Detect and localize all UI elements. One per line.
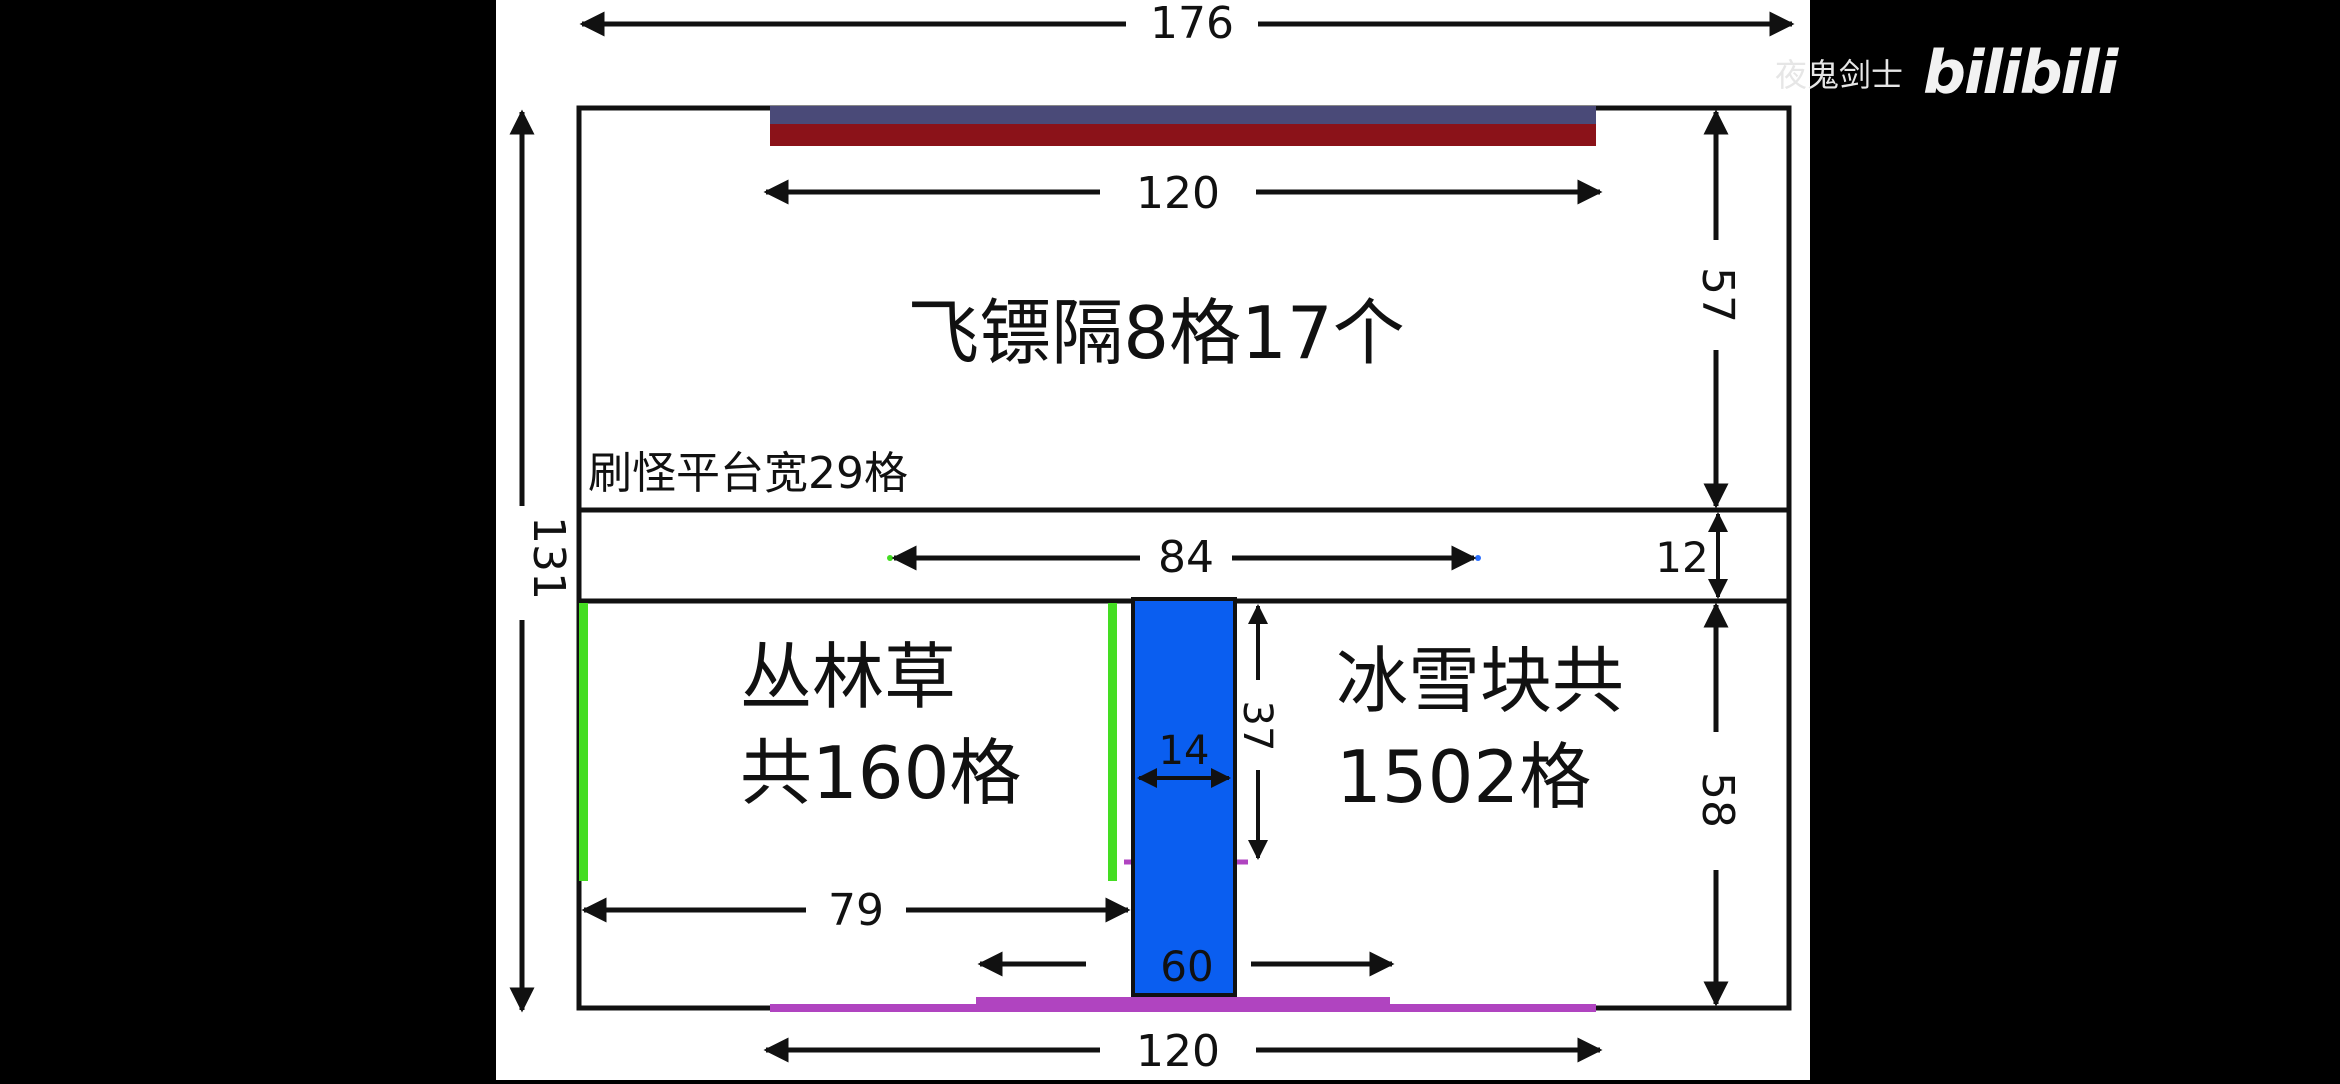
label-jungle-width: 79: [828, 885, 884, 936]
top-band-upper: [770, 106, 1596, 124]
watermark: 夜鬼剑士 bilibili: [1775, 38, 2118, 108]
label-upper-area: 飞镖隔8格17个: [907, 291, 1404, 375]
label-platform-height: 12: [1655, 533, 1708, 582]
bottom-band-outer: [770, 1004, 1596, 1012]
channel: [1131, 597, 1237, 997]
label-channel-height: 37: [1234, 701, 1280, 752]
platform-marker-right: [1475, 555, 1481, 561]
label-ice-line2: 1502格: [1336, 735, 1591, 819]
label-top-band-width: 120: [1136, 168, 1220, 219]
arena-diagram-svg: 176 120 131 57 12 58 84 14 37 79 60 120 …: [509, 0, 1795, 1077]
top-band-lower: [770, 124, 1596, 146]
jungle-edge-right: [1108, 603, 1117, 881]
label-channel-width: 14: [1159, 728, 1210, 774]
arena-diagram: 176 120 131 57 12 58 84 14 37 79 60 120 …: [496, 0, 1810, 1080]
label-upper-height: 57: [1692, 267, 1743, 323]
label-total-width: 176: [1150, 0, 1234, 49]
label-bottom-center: 60: [1160, 942, 1213, 991]
label-platform-span: 84: [1158, 532, 1214, 583]
label-jungle-line2: 共160格: [740, 731, 1021, 815]
label-ice-line1: 冰雪块共: [1336, 639, 1624, 723]
label-total-height: 131: [523, 516, 574, 600]
watermark-author: 夜鬼剑士: [1775, 56, 1904, 94]
label-bottom-band-width: 120: [1136, 1026, 1220, 1077]
platform-marker-left: [887, 555, 893, 561]
label-platform-note: 刷怪平台宽29格: [588, 448, 908, 499]
label-jungle-line1: 丛林草: [740, 635, 956, 719]
jungle-edge-left: [579, 603, 588, 881]
label-lower-height: 58: [1692, 772, 1743, 828]
bottom-band-center: [976, 997, 1390, 1007]
bilibili-logo: bilibili: [1923, 38, 2118, 108]
